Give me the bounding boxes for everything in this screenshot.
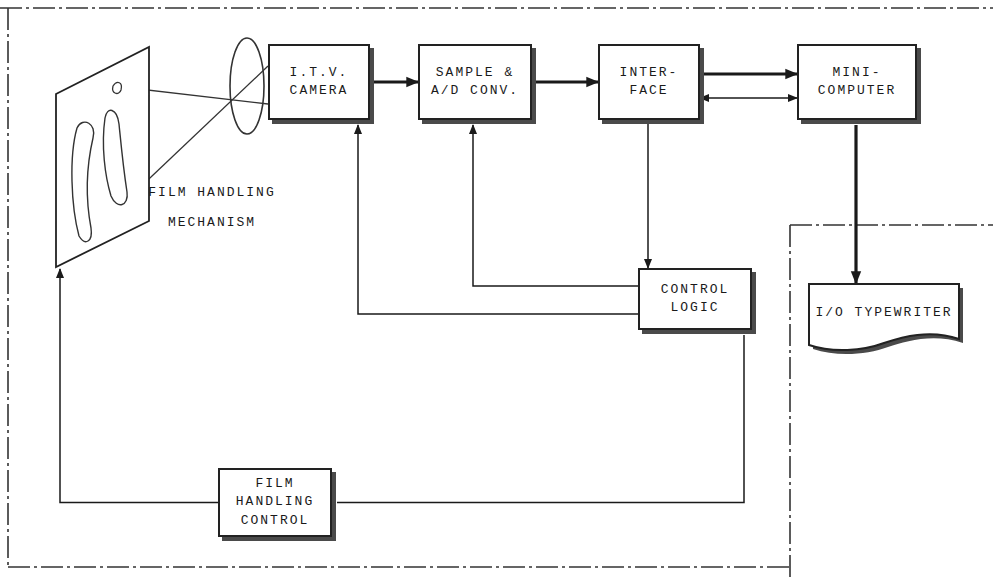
film-outline [55, 46, 150, 268]
film-frame: FILM HANDLING MECHANISM [55, 46, 150, 268]
process-box: CONTROL LOGIC [638, 268, 752, 330]
film-image [113, 83, 122, 94]
frame-line [790, 224, 993, 226]
process-box: FILM HANDLING CONTROL [218, 468, 332, 537]
box-label: SAMPLE & A/D CONV. [426, 64, 524, 100]
frame-line [0, 7, 993, 9]
connector-arrow [647, 120, 649, 268]
frame-line [789, 225, 791, 577]
node-label: FILM HANDLING MECHANISM [143, 178, 281, 238]
box-label: MINI- COMPUTER [805, 64, 909, 100]
connector-arrow [854, 125, 857, 283]
box-label: I/O TYPEWRITER [815, 304, 952, 322]
connector-arrow [60, 269, 218, 503]
box-label: FILM HANDLING CONTROL [226, 475, 324, 530]
printout-box: I/O TYPEWRITER [808, 283, 960, 353]
connector-arrow [337, 335, 744, 503]
connector-arrow [700, 97, 797, 99]
film-image [72, 122, 94, 241]
process-box: I.T.V. CAMERA [268, 44, 370, 120]
connector-arrow [370, 80, 418, 83]
printout-sheet [809, 284, 959, 350]
connector-arrow [473, 125, 638, 286]
film-sheet [56, 47, 149, 267]
frame-line [7, 8, 9, 567]
process-box: INTER- FACE [598, 44, 700, 120]
film-image [103, 110, 127, 204]
frame-line [8, 566, 790, 568]
lens [230, 38, 264, 134]
box-label: CONTROL LOGIC [646, 281, 744, 317]
connector-arrow [358, 125, 638, 314]
connector-arrow [532, 80, 598, 83]
connector-arrow [700, 72, 797, 75]
process-box: MINI- COMPUTER [797, 44, 917, 120]
process-box: SAMPLE & A/D CONV. [418, 44, 532, 120]
box-label: I.T.V. CAMERA [276, 64, 362, 100]
box-label: INTER- FACE [606, 64, 692, 100]
